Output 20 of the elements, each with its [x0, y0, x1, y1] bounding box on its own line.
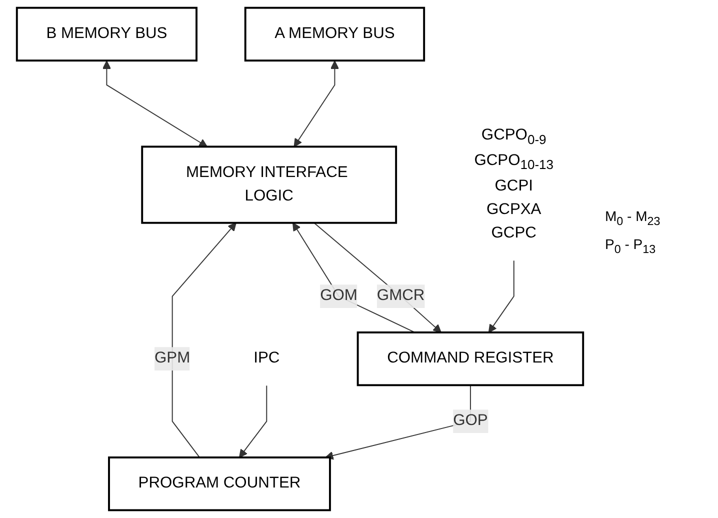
- arrow: [238, 384, 268, 458]
- signal-label: M$_{0}$ - M$_{23}$: [605, 208, 662, 228]
- edge-label: GMCR: [376, 287, 425, 304]
- node-box: A MEMORY BUS: [244, 6, 426, 62]
- node-box: COMMAND REGISTER: [356, 331, 584, 386]
- arrow: [314, 222, 442, 333]
- arrow: [488, 260, 514, 333]
- arrow: [172, 222, 236, 458]
- edge-label: GOM: [320, 287, 358, 304]
- edge-label: GPM: [154, 350, 190, 367]
- edge-label: GOP: [453, 412, 488, 430]
- node-text: IPC: [254, 350, 280, 367]
- arrow: [294, 60, 339, 148]
- signal-label: P$_{0}$ - P$_{13}$: [605, 236, 657, 256]
- node-text: GCPO$_{0-9}$ GCPO$_{10-13}$ GCPI GCPXA GCPC: [474, 126, 554, 242]
- node-box: PROGRAM COUNTER: [108, 456, 331, 512]
- arrow: [102, 60, 208, 148]
- node-box: MEMORY INTERFACE LOGIC: [141, 146, 398, 224]
- arrow: [292, 222, 416, 333]
- node-box: B MEMORY BUS: [16, 6, 198, 62]
